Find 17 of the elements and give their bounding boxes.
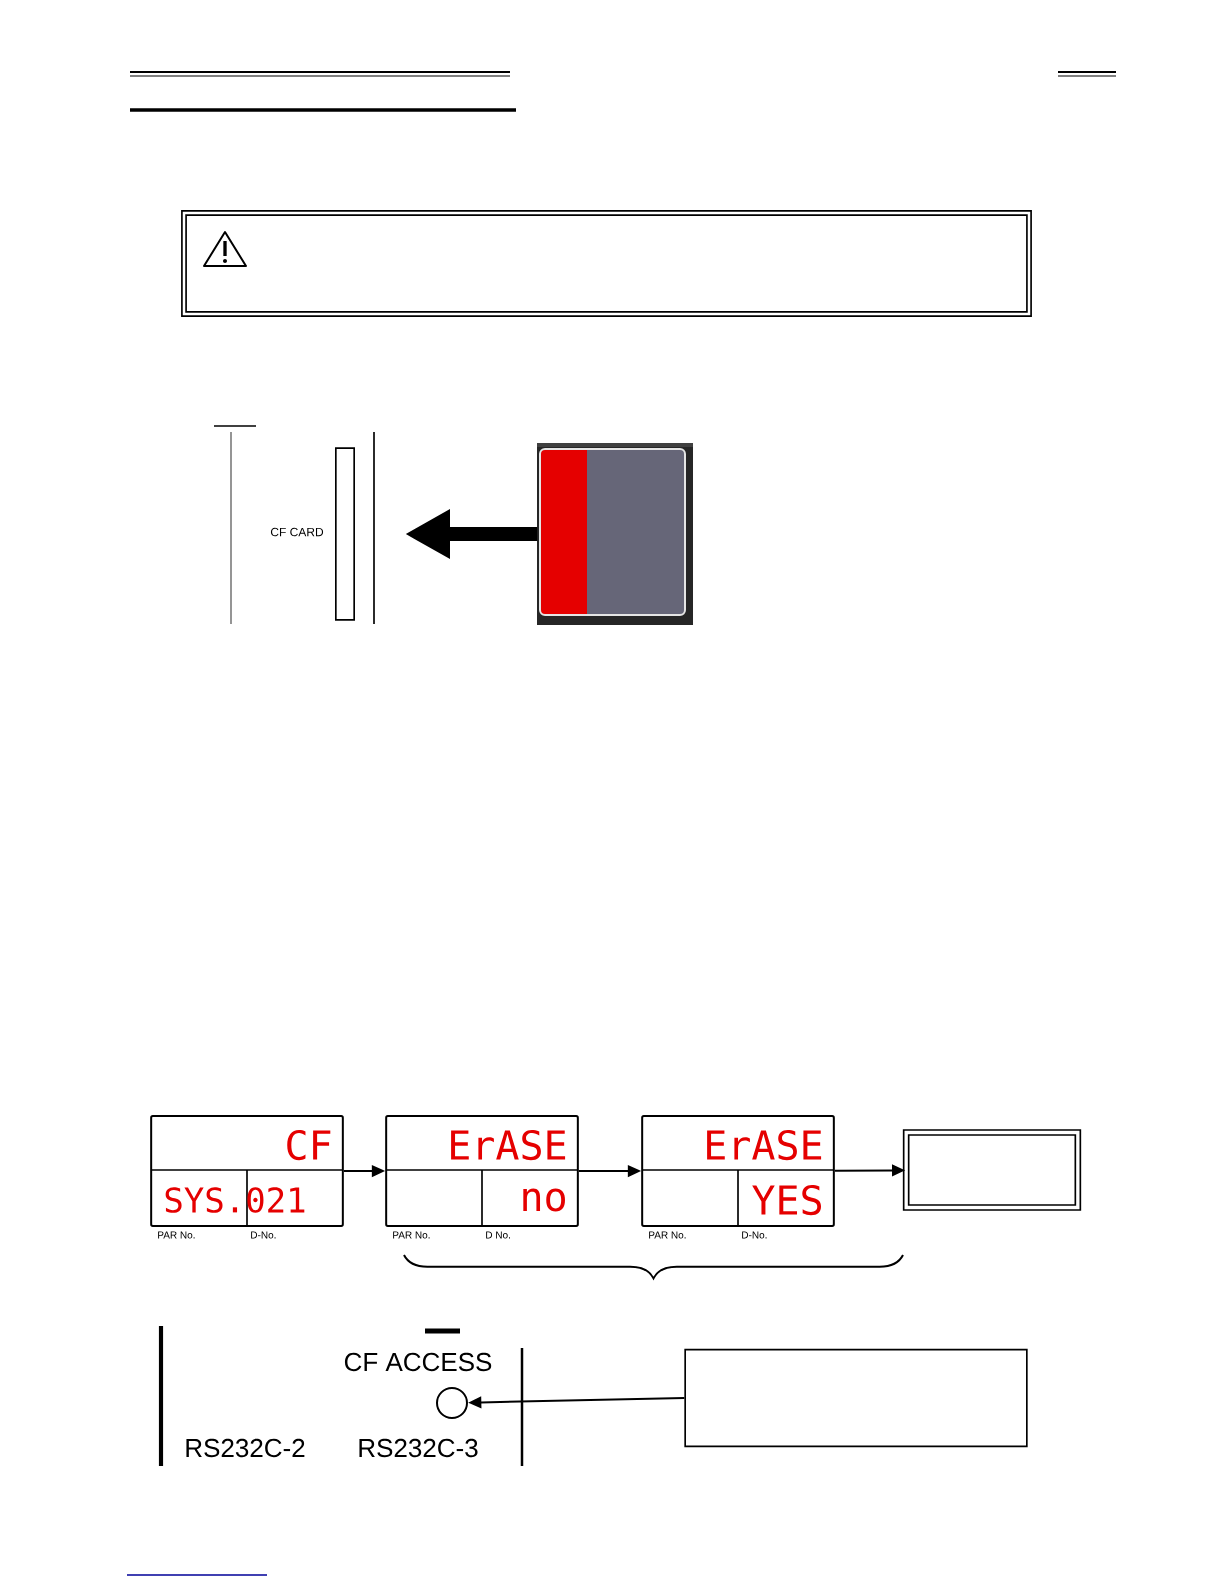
field-caption: PAR No. [393, 1231, 430, 1239]
display-panel: ErASE no [385, 1115, 579, 1228]
field-caption: D-No. [742, 1231, 767, 1239]
port-label: RS232C-2 [186, 1438, 305, 1458]
slot-label: CF CARD [270, 527, 324, 537]
display-panel: ErASE YES [641, 1115, 835, 1228]
field-caption: PAR No. [158, 1231, 195, 1239]
field-caption: D-No. [251, 1231, 276, 1239]
result-box [902, 1129, 1082, 1211]
field-caption: PAR No. [649, 1231, 686, 1239]
note-box [684, 1348, 1028, 1448]
led-label: CF ACCESS [344, 1352, 492, 1372]
card-slot [335, 447, 355, 621]
port-label: RS232C-3 [359, 1438, 478, 1458]
picture [537, 443, 693, 625]
led-indicator [436, 1387, 468, 1419]
field-caption: D No. [486, 1231, 510, 1239]
